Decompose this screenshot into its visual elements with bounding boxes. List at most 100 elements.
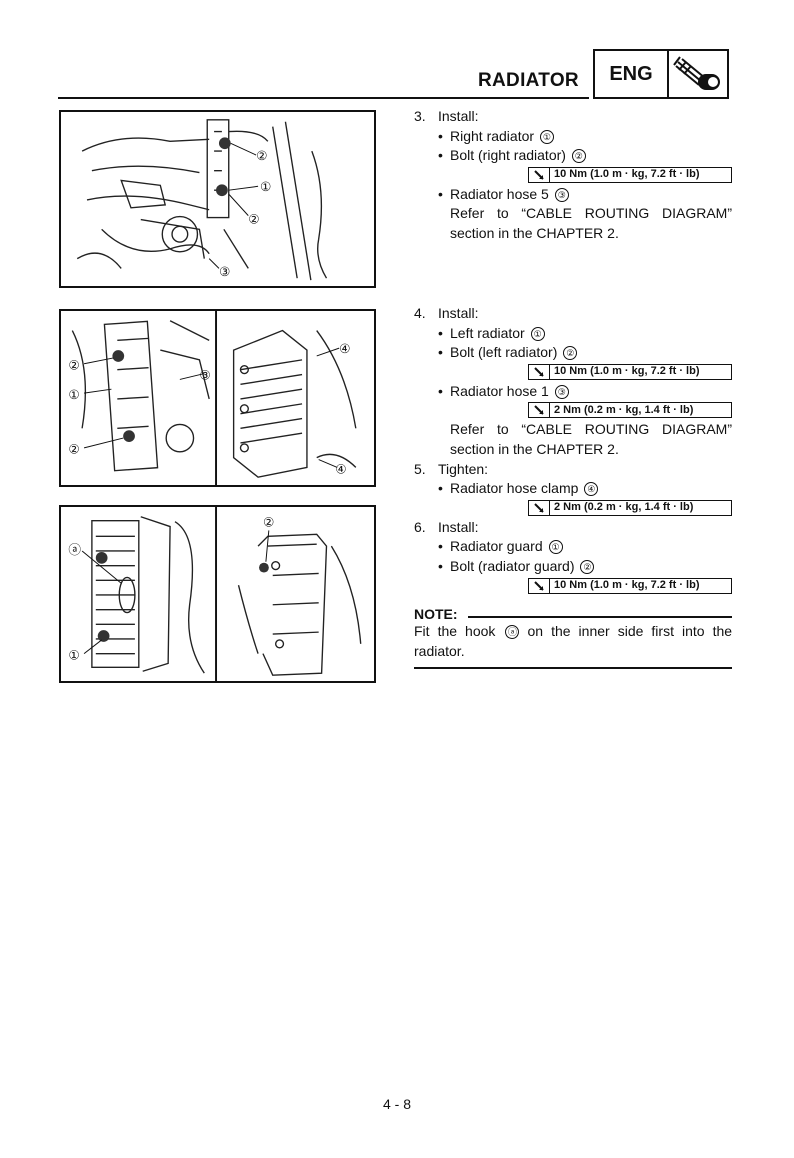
item-ref: ③ [554, 187, 569, 202]
callout-2b: ② [248, 211, 259, 226]
callout-2a: ② [68, 358, 79, 373]
note-box: NOTE: Fit the hook ⓐ on the inner side f… [414, 606, 732, 670]
bullet-glyph: • [438, 147, 443, 164]
page-title: RADIATOR [478, 70, 579, 91]
figure-right-radiator: ② ① ② ③ [59, 110, 376, 288]
list-item: • Bolt (right radiator) ② [438, 146, 732, 166]
step-3: 3. Install: • Right radiator ① • Bolt (r… [414, 107, 732, 244]
torque-value: 10 Nm (1.0 m · kg, 7.2 ft · lb) [554, 364, 700, 377]
radiator-guard-illustration: ⓐ ① ② [68, 507, 362, 681]
callout-2: ② [263, 515, 274, 530]
bullet-glyph: • [438, 538, 443, 555]
right-radiator-illustration: ② ① ② ③ [76, 119, 328, 281]
list-item: • Left radiator ① [438, 324, 732, 344]
item-text: Left radiator [450, 324, 525, 341]
item-ref: ④ [584, 482, 599, 497]
torque-value: 2 Nm (0.2 m · kg, 1.4 ft · lb) [554, 403, 694, 416]
section-label: ENG [595, 51, 669, 97]
callout-1: ① [260, 179, 271, 194]
step-label: Tighten: [438, 460, 489, 477]
item-text: Right radiator [450, 127, 535, 144]
step-6: 6. Install: • Radiator guard ① • Bolt (r… [414, 518, 732, 594]
item-ref: ② [563, 346, 578, 361]
torque-wrench-icon [529, 167, 550, 182]
engine-section-icon [669, 51, 727, 97]
note-body: Fit the hook ⓐ on the inner side first i… [414, 622, 732, 661]
note-text-before: Fit the hook [414, 623, 496, 639]
item-text: Bolt (radiator guard) [450, 557, 575, 574]
header-rule [58, 97, 589, 99]
page-number: 4 - 8 [382, 1096, 411, 1112]
list-item: • Radiator hose 5 ③ Refer to “CABLE ROUT… [438, 185, 732, 244]
step-number: 5. [414, 460, 426, 477]
step-number: 6. [414, 518, 426, 535]
torque-value: 10 Nm (1.0 m · kg, 7.2 ft · lb) [554, 167, 700, 180]
bullet-glyph: • [438, 185, 443, 202]
torque-wrench-icon [529, 403, 550, 418]
callout-1: ① [68, 647, 79, 662]
step-3-block: 3. Install: • Right radiator ① • Bolt (r… [414, 107, 732, 244]
item-ref: ① [530, 326, 545, 341]
callout-1: ① [68, 387, 79, 402]
bullet-glyph: • [438, 557, 443, 574]
bullet-glyph: • [438, 324, 443, 341]
list-item: • Radiator hose clamp ④ [438, 479, 732, 499]
step-label: Install: [438, 305, 479, 321]
item-text: Radiator guard [450, 538, 543, 555]
step-4-block: 4. Install: • Left radiator ① • Bolt (le… [414, 304, 732, 596]
note-rule [467, 616, 732, 618]
figure-left-radiator: ② ③ ① ② ④ ④ [59, 309, 376, 487]
torque-spec: 2 Nm (0.2 m · kg, 1.4 ft · lb) [528, 499, 732, 516]
item-ref: ① [548, 540, 563, 555]
item-ref: ① [539, 129, 554, 144]
item-text: Radiator hose clamp [450, 480, 579, 497]
callout-3: ③ [219, 264, 230, 279]
bullet-glyph: • [438, 127, 443, 144]
torque-wrench-icon [529, 500, 550, 515]
list-item: • Bolt (radiator guard) ② [438, 557, 732, 577]
reference-text: Refer to “CABLE ROUTING DIAGRAM” section… [450, 205, 732, 241]
reference-text: Refer to “CABLE ROUTING DIAGRAM” section… [450, 421, 732, 457]
torque-spec: 10 Nm (1.0 m · kg, 7.2 ft · lb) [528, 577, 732, 594]
callout-4a: ④ [339, 341, 350, 356]
list-item: • Right radiator ① [438, 127, 732, 147]
item-text: Radiator hose 5 [450, 185, 549, 202]
callout-2a: ② [256, 148, 267, 163]
list-item: • Radiator guard ① [438, 537, 732, 557]
note-ref: ⓐ [505, 625, 520, 639]
list-item: • Radiator hose 1 ③ [438, 382, 732, 402]
note-heading: NOTE: [414, 606, 458, 622]
item-text: Radiator hose 1 [450, 382, 549, 399]
list-item-continuation: Refer to “CABLE ROUTING DIAGRAM” section… [438, 420, 732, 459]
bullet-glyph: • [438, 382, 443, 399]
torque-wrench-icon [529, 364, 550, 379]
section-tab: ENG [593, 49, 729, 99]
note-text-after: on the inner side first into the radiato… [414, 623, 733, 659]
item-text: Bolt (left radiator) [450, 344, 558, 361]
step-number: 3. [414, 108, 426, 124]
torque-spec: 10 Nm (1.0 m · kg, 7.2 ft · lb) [528, 166, 732, 183]
list-item: • Bolt (left radiator) ② [438, 343, 732, 363]
item-text: Bolt (right radiator) [450, 147, 566, 164]
torque-spec: 2 Nm (0.2 m · kg, 1.4 ft · lb) [528, 402, 732, 419]
callout-4b: ④ [335, 461, 346, 476]
callout-a: ⓐ [68, 542, 81, 557]
step-label: Install: [438, 518, 479, 535]
step-5: 5. Tighten: • Radiator hose clamp ④ 2 Nm… [414, 460, 732, 516]
item-ref: ② [580, 559, 595, 574]
step-label: Install: [438, 108, 479, 124]
item-ref: ② [571, 149, 586, 164]
note-end-rule [414, 667, 732, 670]
note-header: NOTE: [414, 606, 732, 622]
left-radiator-illustration: ② ③ ① ② ④ ④ [68, 311, 357, 485]
bullet-glyph: • [438, 480, 443, 497]
callout-3: ③ [199, 367, 210, 382]
torque-value: 10 Nm (1.0 m · kg, 7.2 ft · lb) [554, 578, 700, 591]
step-4: 4. Install: • Left radiator ① • Bolt (le… [414, 304, 732, 460]
item-ref: ③ [554, 384, 569, 399]
torque-wrench-icon [529, 578, 550, 593]
figure-radiator-guard: ⓐ ① ② [59, 505, 376, 683]
torque-value: 2 Nm (0.2 m · kg, 1.4 ft · lb) [554, 500, 694, 513]
torque-spec: 10 Nm (1.0 m · kg, 7.2 ft · lb) [528, 363, 732, 380]
callout-2b: ② [68, 442, 79, 457]
